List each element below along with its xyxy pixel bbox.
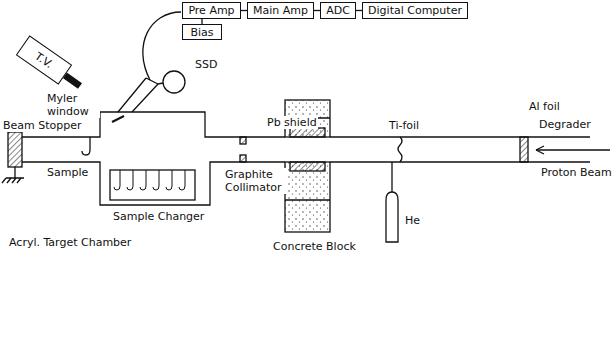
box-label: ADC: [322, 4, 354, 17]
box-label: T.V.: [29, 47, 58, 73]
mainamp-box: Main Amp: [247, 2, 314, 19]
sample-hook: [140, 170, 146, 190]
degrader-label: Degrader: [538, 118, 592, 131]
window-label: Myler window: [46, 92, 100, 118]
foil-label: Ti-foil: [388, 119, 420, 132]
gas-label: He: [404, 214, 421, 227]
adc-box: ADC: [320, 2, 356, 19]
shield-label: Pb shield: [266, 116, 318, 129]
box-label: Bias: [186, 26, 217, 39]
computer-box: Digital Computer: [362, 2, 468, 19]
collimator-label: Graphite Collimator: [224, 168, 286, 194]
beam-label: Proton Beam: [540, 166, 613, 179]
sample-hook: [153, 170, 159, 190]
stopper-label: Beam Stopper: [2, 119, 83, 132]
block-label: Concrete Block: [272, 240, 357, 253]
preamp-box: Pre Amp: [182, 2, 241, 19]
box-label: Digital Computer: [364, 4, 466, 17]
changer-label: Sample Changer: [112, 210, 205, 223]
sample-hook: [114, 170, 120, 190]
bias-box: Bias: [182, 24, 222, 40]
foil-label: Al foil: [528, 100, 561, 113]
box-label: Pre Amp: [184, 4, 238, 17]
sample-label: Sample: [46, 166, 89, 179]
sample-hook: [179, 170, 185, 190]
box-label: Main Amp: [249, 4, 312, 17]
detector-label: SSD: [194, 58, 218, 71]
sample-hook: [166, 170, 172, 190]
chamber-label: Acryl. Target Chamber: [8, 236, 132, 249]
sample-hook: [127, 170, 133, 190]
